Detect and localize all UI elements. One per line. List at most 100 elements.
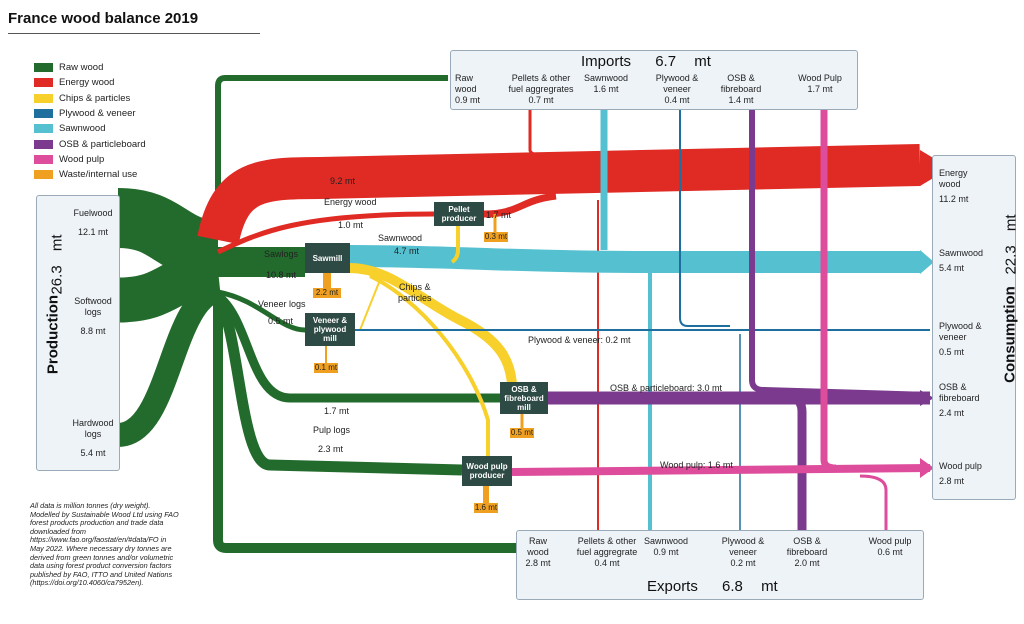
flow-softwood xyxy=(117,247,222,323)
flow-chips-pellet xyxy=(450,226,460,264)
legend-swatch xyxy=(34,139,53,149)
flow-raw-wood-export xyxy=(213,300,516,553)
exports-item-value: 2.0 mt xyxy=(794,558,820,568)
label-energy-to-pellet: 1.0 mt xyxy=(338,220,364,230)
flow-pulp-export xyxy=(859,474,888,530)
exports-item-value: 2.8 mt xyxy=(525,558,551,568)
waste-sawmill: 2.2 mt xyxy=(313,288,341,298)
imports-item-value: 0.4 mt xyxy=(664,95,690,105)
flow-chips-veneer xyxy=(359,279,381,331)
imports-item-value: 1.4 mt xyxy=(728,95,754,105)
label-plywood-flow: Plywood & veneer: 0.2 mt xyxy=(528,335,631,345)
legend-swatch xyxy=(34,78,53,88)
legend-swatch xyxy=(34,170,53,180)
flow-osb-export xyxy=(789,393,807,530)
label-sawlogs-value: 10.8 mt xyxy=(266,270,297,280)
label-pulp-flow: Wood pulp: 1.6 mt xyxy=(660,460,733,470)
label-energy-direct: 9.2 mt xyxy=(330,176,356,186)
legend-label: Raw wood xyxy=(59,62,104,74)
legend-swatch xyxy=(34,154,53,164)
imports-unit: mt xyxy=(694,53,711,70)
imports-item-name: OSB & fibreboard xyxy=(720,73,762,94)
imports-item-name: Sawnwood xyxy=(583,73,629,83)
veneer-plywood-mill: Veneer & plywood mill xyxy=(305,313,355,346)
legend-label: Waste/internal use xyxy=(59,169,138,181)
exports-item-name: OSB & fibreboard xyxy=(786,536,828,557)
waste-pulp: 1.6 mt xyxy=(474,503,498,513)
exports-title: Exports xyxy=(647,578,698,595)
consumption-item-name: Sawnwood xyxy=(939,248,984,258)
production-item-name: Hardwood logs xyxy=(72,418,114,439)
flow-pulp-logs xyxy=(213,294,463,476)
imports-item-value: 1.6 mt xyxy=(593,84,619,94)
flow-fuelwood xyxy=(116,188,220,280)
legend-label: Wood pulp xyxy=(59,153,105,165)
exports-item-name: Raw wood xyxy=(527,536,549,557)
production-item-name: Softwood logs xyxy=(74,296,112,317)
flow-osb-arrow xyxy=(920,390,934,406)
label-veneer-value: 0.5 mt xyxy=(268,316,294,326)
imports-item-name: Wood Pulp xyxy=(798,73,842,83)
legend-item: Energy wood xyxy=(34,75,146,90)
label-pulp-value: 2.3 mt xyxy=(318,444,344,454)
legend-item: Plywood & veneer xyxy=(34,106,146,121)
flow-chips-pulp xyxy=(369,274,490,460)
footnote: All data is million tonnes (dry weight).… xyxy=(30,501,179,588)
flow-sawnwood xyxy=(349,245,920,273)
production-title: Production xyxy=(44,294,62,375)
flow-energy-to-pellet xyxy=(216,211,435,255)
imports-item-value: 0.9 mt xyxy=(455,95,481,105)
consumption-title: Consumption xyxy=(1001,286,1019,383)
flow-energy-direct xyxy=(197,144,921,245)
exports-item-name: Sawnwood xyxy=(643,536,689,546)
label-pellet-out: 1.7 mt xyxy=(486,210,512,220)
label-osb-flow: OSB & particleboard: 3.0 mt xyxy=(610,383,723,393)
imports-item-value: 0.7 mt xyxy=(528,95,554,105)
label-osb-in: 1.7 mt xyxy=(324,406,350,416)
legend-label: Chips & particles xyxy=(59,92,131,104)
legend-item: Chips & particles xyxy=(34,91,146,106)
consumption-item-value: 5.4 mt xyxy=(939,263,965,273)
legend-label: Energy wood xyxy=(59,77,115,89)
label-veneer-logs: Veneer logs xyxy=(258,299,306,309)
production-total: 26.3 xyxy=(48,265,66,295)
production-unit: mt xyxy=(48,234,66,252)
flow-veneer-logs xyxy=(217,289,306,333)
flow-osb-import xyxy=(749,110,931,398)
consumption-item-value: 2.4 mt xyxy=(939,408,965,418)
consumption-unit: mt xyxy=(1002,214,1020,232)
exports-unit: mt xyxy=(761,578,778,595)
imports-item-value: 1.7 mt xyxy=(807,84,833,94)
exports-total: 6.8 xyxy=(722,578,743,595)
flow-raw-wood-import xyxy=(215,75,448,240)
legend-item: OSB & particleboard xyxy=(34,136,146,151)
label-energy-wood: Energy wood xyxy=(324,197,377,207)
legend-label: OSB & particleboard xyxy=(59,138,146,150)
legend-item: Raw wood xyxy=(34,60,146,75)
legend-label: Plywood & veneer xyxy=(59,108,136,120)
imports-item-name: Raw wood xyxy=(455,73,477,94)
consumption-item: Sawnwood 5.4 mt xyxy=(939,248,995,274)
exports-item-value: 0.4 mt xyxy=(594,558,620,568)
imports-total: 6.7 xyxy=(655,53,677,70)
label-chips: Chips & particles xyxy=(398,282,432,303)
production-item-name: Fuelwood xyxy=(73,208,113,218)
label-pulp-logs: Pulp logs xyxy=(313,425,351,435)
